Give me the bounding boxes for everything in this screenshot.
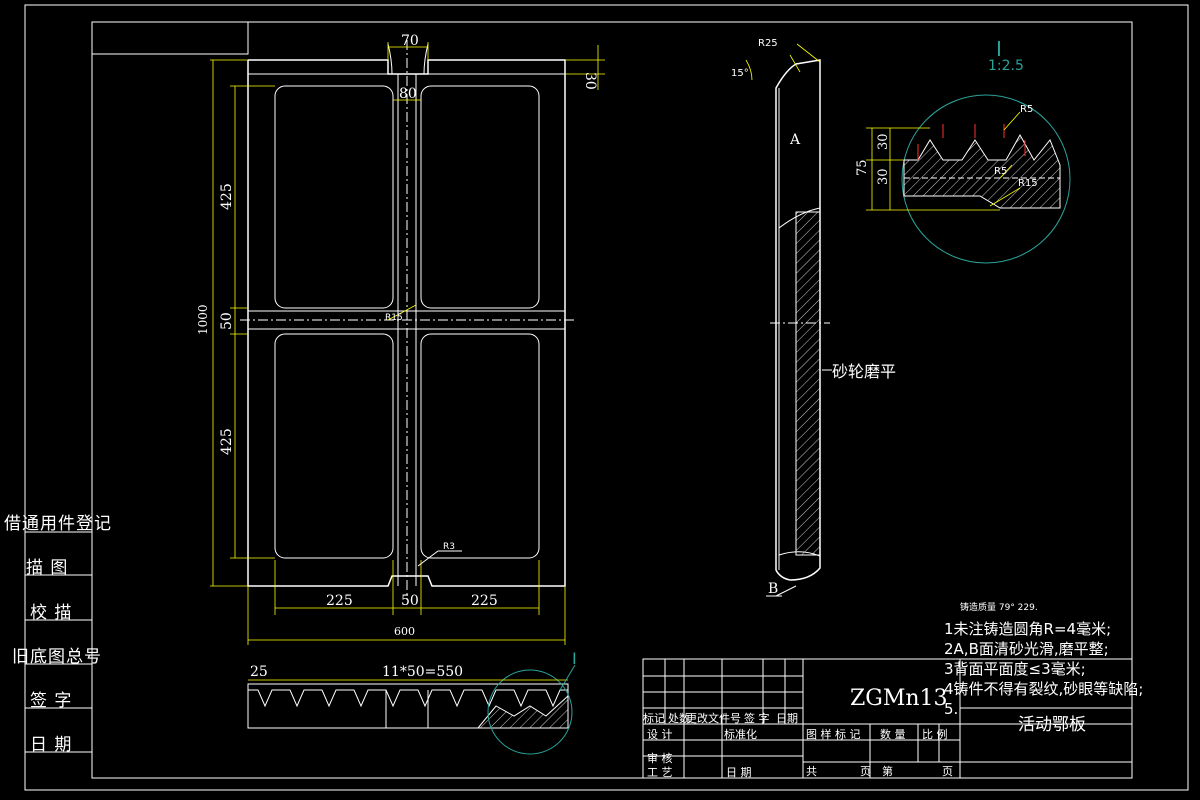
- dim-r15: R15: [385, 313, 403, 323]
- detail-view: [866, 94, 1071, 264]
- rev-label-3: 更改文件号: [686, 711, 741, 725]
- row-process: 工 艺: [647, 766, 673, 779]
- row-design: 设 计: [647, 728, 673, 741]
- side-label-date: 日 期: [30, 735, 73, 755]
- side-label-table: [25, 531, 92, 753]
- side-view-labels: R25 15° A B 砂轮磨平: [731, 38, 896, 597]
- dim-left-width: 225: [326, 593, 353, 609]
- side-label-a: A: [789, 132, 801, 148]
- sheet-page2: 页: [942, 765, 953, 778]
- side-angle: 15°: [731, 68, 749, 79]
- title-block-text: ZGMn13 活动鄂板 标记 处数 更改文件号 签 字 日期 设 计 标准化 审…: [643, 686, 1086, 779]
- detail-d75: 75: [855, 159, 870, 176]
- technical-notes: 铸造质量 79° 229. 1未注铸造圆角R=4毫米; 2A,B面清砂光滑,磨平…: [944, 601, 1143, 718]
- detail-d30b: 30: [876, 168, 891, 185]
- sheet-no: 第: [882, 764, 893, 778]
- inner-border: [91, 21, 1133, 779]
- row-review: 审 核: [647, 751, 673, 765]
- col-header-2: 数 量: [880, 728, 906, 741]
- detail-r15: R15: [1018, 178, 1038, 189]
- detail-r5b: R5: [994, 166, 1007, 177]
- dim-mid-height: 50: [219, 312, 235, 330]
- detail-labels: I 1:2.5 R5 R5 R15 75 30 30: [855, 37, 1038, 189]
- dim-r3: R3: [443, 542, 455, 552]
- dim-lower-height: 425: [219, 428, 235, 455]
- rev-label-5: 日期: [776, 712, 798, 725]
- bottom-pitch: 11*50=550: [382, 664, 463, 680]
- part-name: 活动鄂板: [1018, 715, 1086, 735]
- side-label-trace: 描 图: [26, 558, 69, 578]
- dim-right-width: 225: [471, 593, 498, 609]
- sheet-total: 共: [806, 765, 817, 778]
- front-view: [210, 40, 605, 645]
- side-label-old-number: 旧底图总号: [12, 647, 102, 667]
- col-header-3: 比 例: [922, 727, 948, 741]
- rev-label-2: 处数: [668, 712, 690, 725]
- dim-upper-height: 425: [219, 183, 235, 210]
- detail-r5a: R5: [1020, 104, 1033, 115]
- side-label-sign: 签 字: [30, 691, 73, 711]
- side-label-b: B: [768, 581, 778, 597]
- note-1: 1未注铸造圆角R=4毫米;: [944, 620, 1111, 638]
- side-label-borrow: 借通用件登记: [4, 514, 112, 534]
- dim-center-width: 50: [401, 593, 419, 609]
- bottom-view: [247, 664, 576, 755]
- note-3: 3背面平面度≤3毫米;: [944, 660, 1086, 678]
- detail-scale: 1:2.5: [988, 58, 1024, 74]
- sheet-page: 页: [860, 765, 871, 778]
- rev-label-4: 签 字: [744, 711, 770, 725]
- bottom-d25: 25: [250, 664, 268, 680]
- outer-border: [24, 4, 1189, 791]
- col-header-1: 图 样 标 记: [806, 727, 861, 741]
- dim-top-width: 70: [401, 33, 419, 49]
- title-block: [642, 658, 1133, 779]
- dim-total-height: 1000: [196, 304, 210, 335]
- row-std: 标准化: [724, 727, 757, 741]
- dim-rib-width: 80: [399, 86, 417, 102]
- note-5: 5.: [944, 700, 958, 718]
- corner-box: [91, 21, 249, 55]
- side-r25: R25: [758, 38, 778, 49]
- note-4: 4铸件不得有裂纹,砂眼等缺陷;: [944, 680, 1143, 698]
- dim-top-height: 30: [582, 72, 598, 90]
- side-label-check: 校 描: [30, 603, 73, 623]
- front-view-dims: 70 30 80 425 50 425 1000 225 50 225 600 …: [196, 33, 598, 638]
- bottom-detail-ref: I: [572, 649, 577, 668]
- side-grinding-note: 砂轮磨平: [832, 362, 896, 381]
- note-2: 2A,B面清砂光滑,磨平整;: [944, 640, 1109, 658]
- rev-label-1: 标记: [643, 711, 665, 725]
- side-view: [745, 43, 832, 597]
- dim-total-width: 600: [394, 625, 415, 638]
- notes-header: 铸造质量 79° 229.: [960, 601, 1038, 613]
- row-date: 日 期: [726, 766, 752, 779]
- detail-id: I: [996, 37, 1002, 61]
- material: ZGMn13: [850, 686, 948, 711]
- detail-d30a: 30: [876, 133, 891, 150]
- bottom-view-labels: 25 11*50=550 I: [250, 649, 577, 680]
